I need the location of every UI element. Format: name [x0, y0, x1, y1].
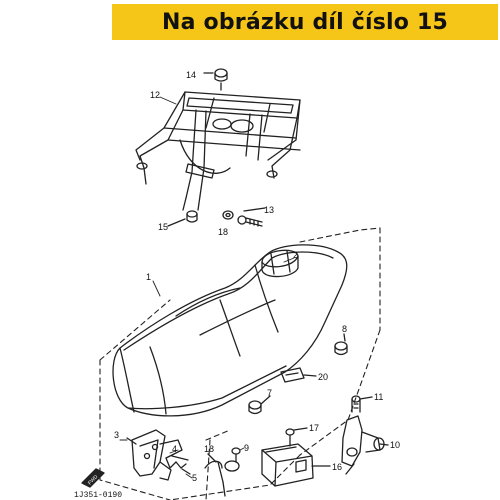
bolt-13: [237, 207, 266, 227]
part-number-banner: Na obrázku díl číslo 15: [112, 4, 498, 40]
label-part-9: 9: [244, 443, 249, 453]
label-part-8: 8: [342, 324, 347, 334]
label-part-13: 13: [264, 205, 274, 215]
bolt-17: [285, 427, 308, 447]
banner-title: Na obrázku díl číslo 15: [162, 9, 448, 35]
label-part-16: 16: [332, 462, 342, 472]
screw-9: [224, 447, 241, 472]
seat-hinge-bracket: [126, 429, 189, 481]
assembly-outline: [99, 227, 381, 500]
label-part-3: 3: [114, 430, 119, 440]
seat-lock-10: [341, 415, 389, 475]
bolt-11: [351, 395, 373, 413]
label-part-11: 11: [374, 392, 383, 402]
label-part-1: 1: [146, 272, 151, 282]
damper-7: [248, 395, 271, 415]
label-part-18-lower: 18: [204, 444, 214, 454]
clip-18-lower: [204, 453, 226, 497]
plate-20: [280, 367, 317, 383]
leader-lines: [119, 96, 295, 479]
seat-assembly: [112, 244, 348, 417]
label-part-14: 14: [186, 70, 196, 80]
washer-18: [222, 210, 234, 220]
damper-8: [334, 333, 348, 356]
collar-15: [167, 210, 198, 227]
label-part-20: 20: [318, 372, 328, 382]
label-part-12: 12: [150, 90, 160, 100]
label-part-4: 4: [172, 444, 177, 454]
label-part-2: 2: [293, 250, 298, 260]
label-part-17: 17: [309, 423, 319, 433]
tool-tray-16: [261, 443, 331, 487]
forward-direction-arrow-icon: [81, 468, 105, 488]
label-part-7: 7: [267, 388, 272, 398]
bolt-5: [181, 468, 191, 475]
label-part-5: 5: [192, 473, 197, 483]
rear-carrier-rack: [135, 91, 301, 211]
label-part-18-upper: 18: [218, 227, 228, 237]
part-number-labels: 14 12 15 18 13 1 2 8 20 7 11 3 4 5 18 9 …: [74, 70, 400, 500]
drawing-code: 1J351-0190: [74, 491, 122, 500]
cap-nut-14: [203, 68, 228, 91]
label-part-15: 15: [158, 222, 168, 232]
label-part-10: 10: [390, 440, 400, 450]
